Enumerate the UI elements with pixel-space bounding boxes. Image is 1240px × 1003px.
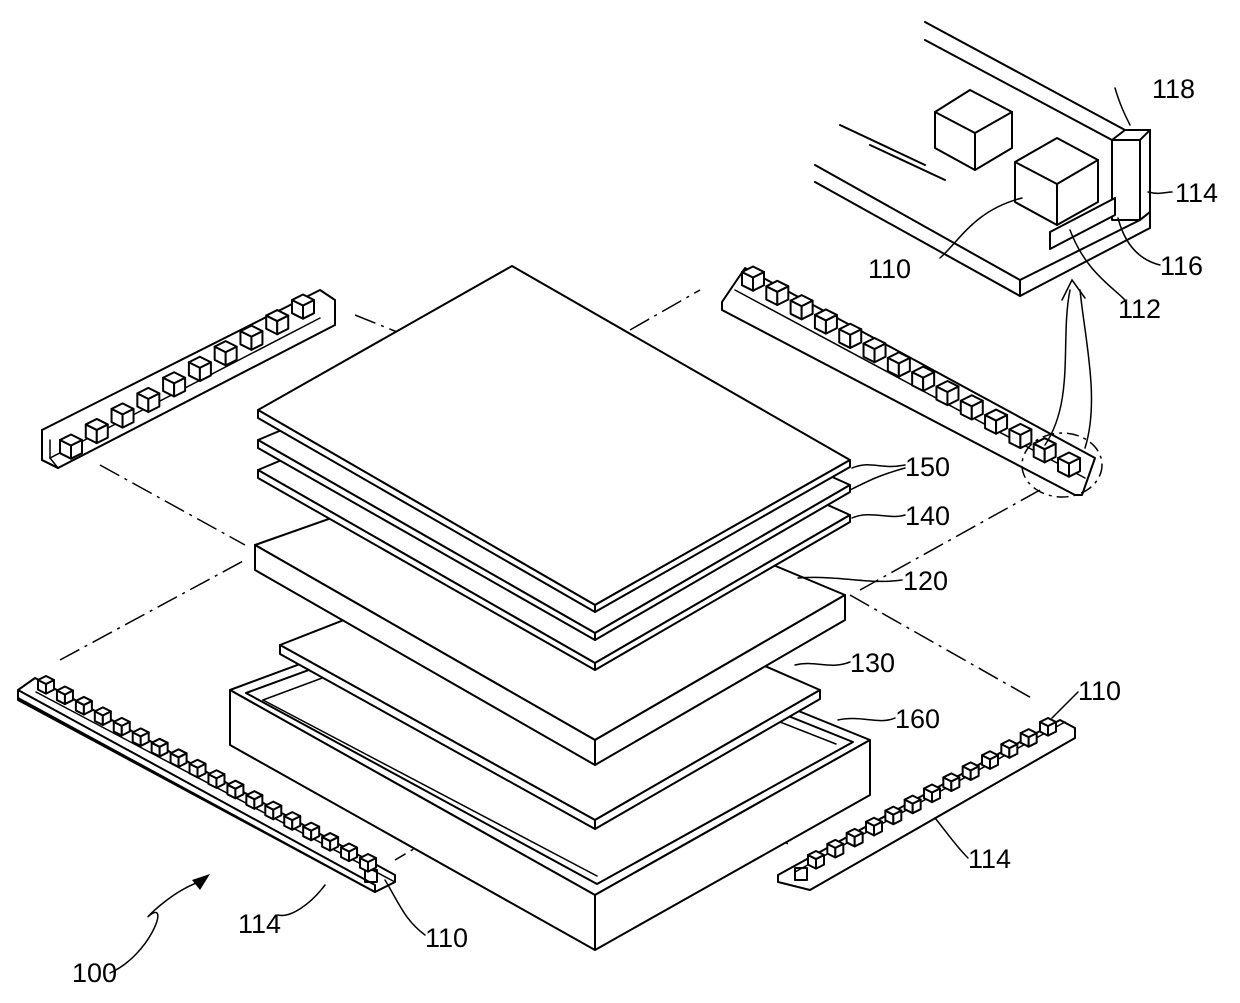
label-120: 120 (903, 566, 948, 596)
label-110-left: 110 (425, 923, 468, 953)
label-110-right: 110 (1078, 676, 1121, 706)
label-110-detail: 110 (868, 254, 911, 284)
label-100: 100 (72, 958, 117, 988)
label-118: 118 (1152, 74, 1195, 104)
label-116: 116 (1160, 251, 1203, 281)
label-114-left: 114 (238, 909, 281, 939)
label-150: 150 (905, 452, 950, 482)
label-160: 160 (895, 704, 940, 734)
arrow-head-100 (192, 874, 210, 890)
detail-callout-arrow (1045, 280, 1091, 448)
label-140: 140 (905, 501, 950, 531)
label-130: 130 (850, 648, 895, 678)
label-114-right: 114 (968, 844, 1011, 874)
led-detail-view (815, 22, 1150, 296)
label-114-detail: 114 (1175, 178, 1218, 208)
label-112: 112 (1118, 294, 1161, 324)
